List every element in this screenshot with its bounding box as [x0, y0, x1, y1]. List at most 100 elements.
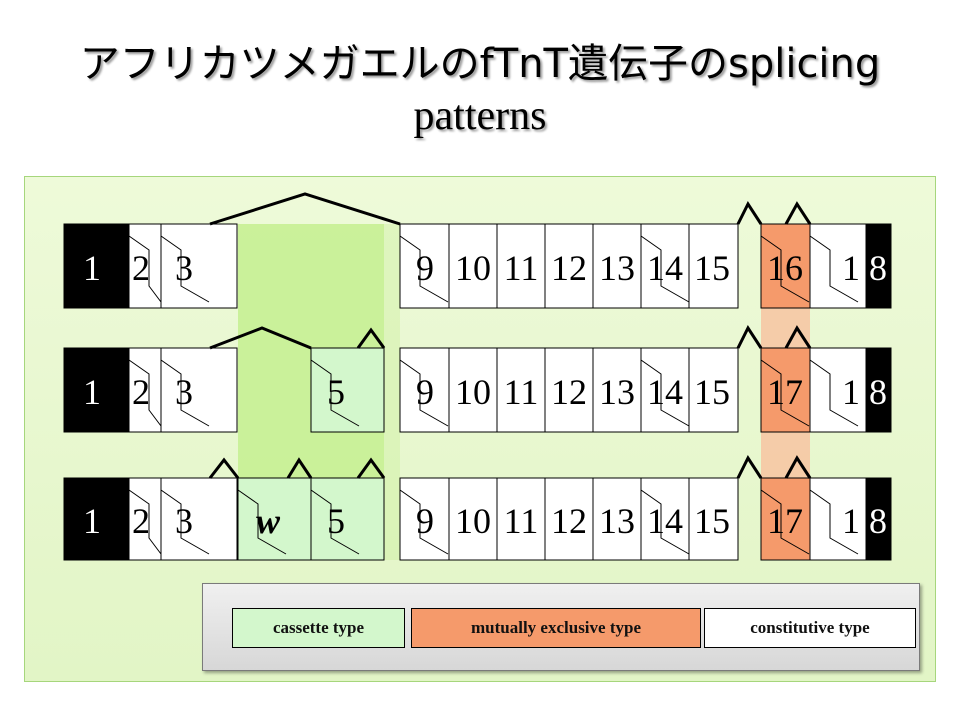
row-1-exon-12-6: [544, 223, 594, 309]
row-3-exon-17-12-label: 17: [767, 501, 803, 541]
row-1-exon-8-12: [865, 223, 892, 309]
row-2-exon-10-5: [448, 347, 498, 433]
row-1-splice-15-16: [736, 200, 763, 225]
row-3-exon-15-11-label: 15: [694, 501, 730, 541]
legend-mutually-exclusive-label: mutually exclusive type: [471, 618, 641, 637]
row-2-splice-15-17: [736, 324, 763, 349]
row-2-splice-3-5: [209, 326, 312, 350]
row-2-exon-3-2-label: 3: [175, 372, 193, 412]
row-2-exon-14-9-fold: [640, 359, 690, 427]
row-1-exon-12-6-label: 12: [551, 248, 587, 288]
row-2-exon-9-4-label: 9: [416, 372, 434, 412]
row-1-exon-13-7: [592, 223, 642, 309]
row-3-exon-10-6-label: 10: [455, 501, 491, 541]
row-3-exon-1-13-label: 1: [842, 501, 860, 541]
legend-cassette: cassette type: [232, 608, 405, 648]
legend-constitutive-label: constitutive type: [750, 618, 870, 637]
row-1-exon-16-10-fold: [760, 235, 810, 303]
row-3-exon-w-3-label: w: [256, 501, 281, 541]
page-title: アフリカツメガエルのfTnT遺伝子のsplicing patterns: [0, 38, 960, 142]
row-2-exon-2-1: [128, 347, 162, 433]
row-1-exon-1-0: [63, 223, 130, 309]
title-line-1: アフリカツメガエルのfTnT遺伝子のsplicing: [79, 41, 881, 87]
row-3-exon-1-13-fold: [809, 489, 859, 555]
row-2-exon-1-12-label: 1: [842, 372, 860, 412]
row-1-exon-1-11: [809, 223, 867, 309]
row-3-exon-10-6: [448, 477, 498, 561]
row-1-exon-3-2: [160, 223, 238, 309]
title-line-2: patterns: [413, 93, 547, 139]
row-2-splice-17-18: [784, 325, 812, 349]
row-1-exon-14-8: [640, 223, 690, 309]
legend-mutually-exclusive: mutually exclusive type: [411, 608, 701, 648]
row-1-splice-16-18: [784, 201, 812, 225]
row-2-exon-10-5-label: 10: [455, 372, 491, 412]
row-3-exon-2-1-label: 2: [132, 501, 150, 541]
row-2-exon-1-12-fold: [809, 359, 859, 427]
row-3-exon-w-3-fold: [237, 489, 287, 555]
row-1-exon-14-8-label: 14: [647, 248, 683, 288]
row-2-exon-5-3-label: 5: [327, 372, 345, 412]
row-3-exon-8-14-label: 8: [869, 501, 887, 541]
row-3-exon-9-5-label: 9: [416, 501, 434, 541]
row-1-exon-9-3-fold: [399, 235, 449, 303]
legend-cassette-label: cassette type: [272, 618, 365, 637]
row-3-exon-9-5: [399, 477, 450, 561]
row-1-exon-14-8-fold: [640, 235, 690, 303]
row-2-exon-3-2-fold: [160, 359, 210, 427]
row-2-exon-12-7-label: 12: [551, 372, 587, 412]
row-3-exon-3-2-label: 3: [175, 501, 193, 541]
row-2-splice-5-9: [356, 327, 386, 349]
row-1-exon-11-5: [496, 223, 546, 309]
row-3-exon-13-9: [592, 477, 642, 561]
row-1-exon-13-7-label: 13: [599, 248, 635, 288]
row-2-exon-11-6: [496, 347, 546, 433]
row-3-exon-3-2-fold: [160, 489, 210, 555]
row-2-exon-15-10: [688, 347, 739, 433]
row-2-exon-15-10-label: 15: [694, 372, 730, 412]
row-2-exon-8-13-label: 8: [869, 372, 887, 412]
row-1-exon-9-3: [399, 223, 450, 309]
row-2-exon-1-12: [809, 347, 867, 433]
row-1-exon-10-4-label: 10: [455, 248, 491, 288]
row-1-exon-1-11-label: 1: [842, 248, 860, 288]
row-1-splice-3-9: [209, 192, 401, 226]
row-3-splice-3-w: [208, 457, 240, 479]
row-1-exon-15-9-label: 15: [694, 248, 730, 288]
legend-constitutive: constitutive type: [704, 608, 916, 648]
row-1-exon-2-1: [128, 223, 162, 309]
row-3-exon-11-7: [496, 477, 546, 561]
row-3-exon-2-1-fold: [128, 489, 162, 555]
row-2-exon-11-6-label: 11: [504, 372, 539, 412]
row-3-exon-5-4: [310, 477, 385, 561]
row-2-exon-2-1-label: 2: [132, 372, 150, 412]
row-3-exon-14-10-fold: [640, 489, 690, 555]
row-1-exon-2-1-label: 2: [132, 248, 150, 288]
row-3-exon-13-9-label: 13: [599, 501, 635, 541]
row-2-exon-2-1-fold: [128, 359, 162, 427]
row-3-exon-14-10-label: 14: [647, 501, 683, 541]
row-2-exon-3-2: [160, 347, 238, 433]
row-1-exon-8-12-label: 8: [869, 248, 887, 288]
row-2-exon-13-8-label: 13: [599, 372, 635, 412]
row-1-exon-1-11-fold: [809, 235, 859, 303]
row-3-exon-11-7-label: 11: [504, 501, 539, 541]
row-3-exon-12-8-label: 12: [551, 501, 587, 541]
row-3-exon-8-14: [865, 477, 892, 561]
row-2-exon-1-0: [63, 347, 130, 433]
row-3-exon-1-0-label: 1: [83, 501, 101, 541]
row-3-splice-17-18: [784, 455, 812, 479]
row-3-exon-9-5-fold: [399, 489, 449, 555]
row-2-exon-17-11-label: 17: [767, 372, 803, 412]
row-1-exon-3-2-fold: [160, 235, 210, 303]
row-2-exon-9-4-fold: [399, 359, 449, 427]
row-3-exon-17-12: [760, 477, 811, 561]
row-2-exon-8-13: [865, 347, 892, 433]
row-2-exon-14-9-label: 14: [647, 372, 683, 412]
row-1-exon-9-3-label: 9: [416, 248, 434, 288]
row-2-exon-17-11: [760, 347, 811, 433]
row-3-exon-15-11: [688, 477, 739, 561]
row-3-exon-1-0: [63, 477, 130, 561]
row-3-exon-14-10: [640, 477, 690, 561]
